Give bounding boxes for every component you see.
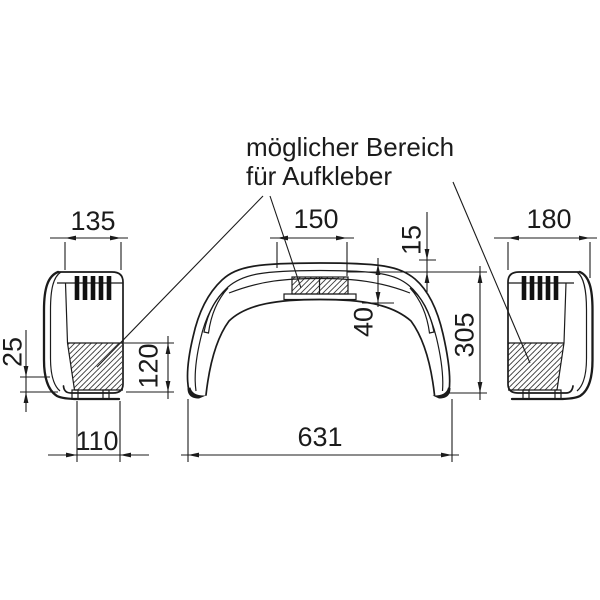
right-side-view (507, 270, 594, 401)
right-vent-slots (521, 276, 559, 300)
dimension-631 (181, 399, 459, 462)
front-view (186, 262, 451, 399)
sticker-note-line1: möglicher Bereich (246, 132, 454, 162)
sticker-note-line2: für Aufkleber (246, 161, 392, 191)
dim-label-15: 15 (396, 225, 426, 255)
leader-to-front-view (269, 195, 302, 289)
leader-to-right-view (452, 181, 531, 364)
dimension-150 (270, 235, 354, 276)
left-vent-slots (74, 276, 112, 300)
dim-label-631: 631 (297, 422, 342, 452)
dim-label-305: 305 (449, 312, 479, 357)
dimension-25 (20, 330, 58, 412)
dimension-110 (48, 401, 149, 462)
left-outer-flange (42, 270, 121, 401)
front-outer-profile (186, 262, 451, 392)
dimension-180 (494, 235, 597, 278)
dim-label-110: 110 (75, 426, 118, 456)
front-left-foot (187, 387, 206, 399)
right-inner-flange (576, 271, 588, 392)
dim-label-120: 120 (133, 343, 163, 388)
right-sticker-hatch-area (508, 343, 564, 390)
front-inner-profile (194, 269, 444, 392)
front-sticker-base-strip (283, 293, 357, 301)
right-mount-tab (522, 389, 530, 400)
dimension-15 (419, 212, 436, 292)
dimension-305 (347, 266, 487, 400)
dimension-120 (124, 336, 174, 399)
front-right-shoulder-sliver (409, 287, 435, 334)
sticker-note-leaders (96, 181, 531, 368)
left-side-view (42, 270, 124, 401)
dimension-135 (50, 235, 128, 270)
dim-label-40: 40 (348, 307, 378, 337)
dim-label-135: 135 (70, 206, 115, 236)
right-mount-tab (554, 389, 562, 400)
front-right-foot (432, 387, 451, 399)
left-inner-flange (49, 271, 62, 392)
right-outer-flange (510, 270, 594, 401)
left-mount-tab (102, 389, 110, 400)
dim-label-25: 25 (0, 337, 27, 367)
dim-label-180: 180 (526, 204, 571, 234)
front-left-shoulder-sliver (203, 287, 229, 334)
left-mount-tab (71, 389, 79, 400)
leader-to-left-view (96, 195, 264, 368)
dim-label-150: 150 (293, 204, 338, 234)
